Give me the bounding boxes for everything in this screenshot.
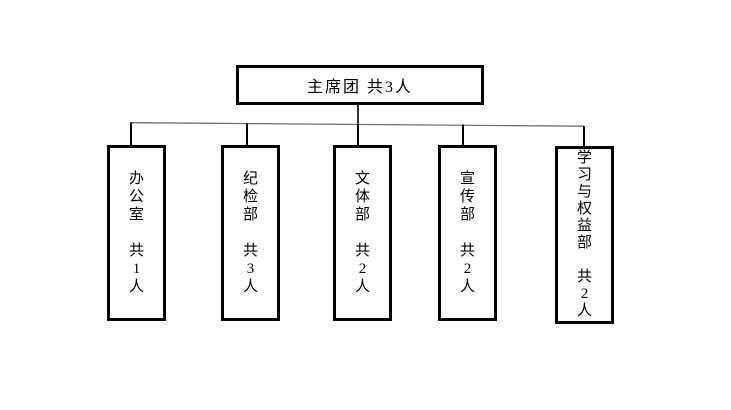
root-node-presidium: 主席团 共3人 bbox=[236, 65, 484, 105]
dept-node-study-rights: 学 习 与 权 益 部 共 2 人 bbox=[555, 146, 614, 324]
root-node-label: 主席团 共3人 bbox=[306, 79, 413, 96]
dept-node-discipline-inspection: 纪 检 部 共 3 人 bbox=[221, 145, 280, 321]
dept-node-study-rights-label: 学 习 与 权 益 部 共 2 人 bbox=[576, 150, 592, 319]
dept-node-publicity-label: 宣 传 部 共 2 人 bbox=[459, 171, 475, 295]
dept-node-general-office: 办 公 室 共 1 人 bbox=[107, 145, 166, 321]
dept-node-general-office-label: 办 公 室 共 1 人 bbox=[128, 171, 144, 295]
dept-node-publicity: 宣 传 部 共 2 人 bbox=[438, 145, 497, 321]
dept-node-culture-sports: 文 体 部 共 2 人 bbox=[333, 145, 392, 321]
dept-node-culture-sports-label: 文 体 部 共 2 人 bbox=[354, 171, 370, 295]
dept-node-discipline-inspection-label: 纪 检 部 共 3 人 bbox=[242, 171, 258, 295]
